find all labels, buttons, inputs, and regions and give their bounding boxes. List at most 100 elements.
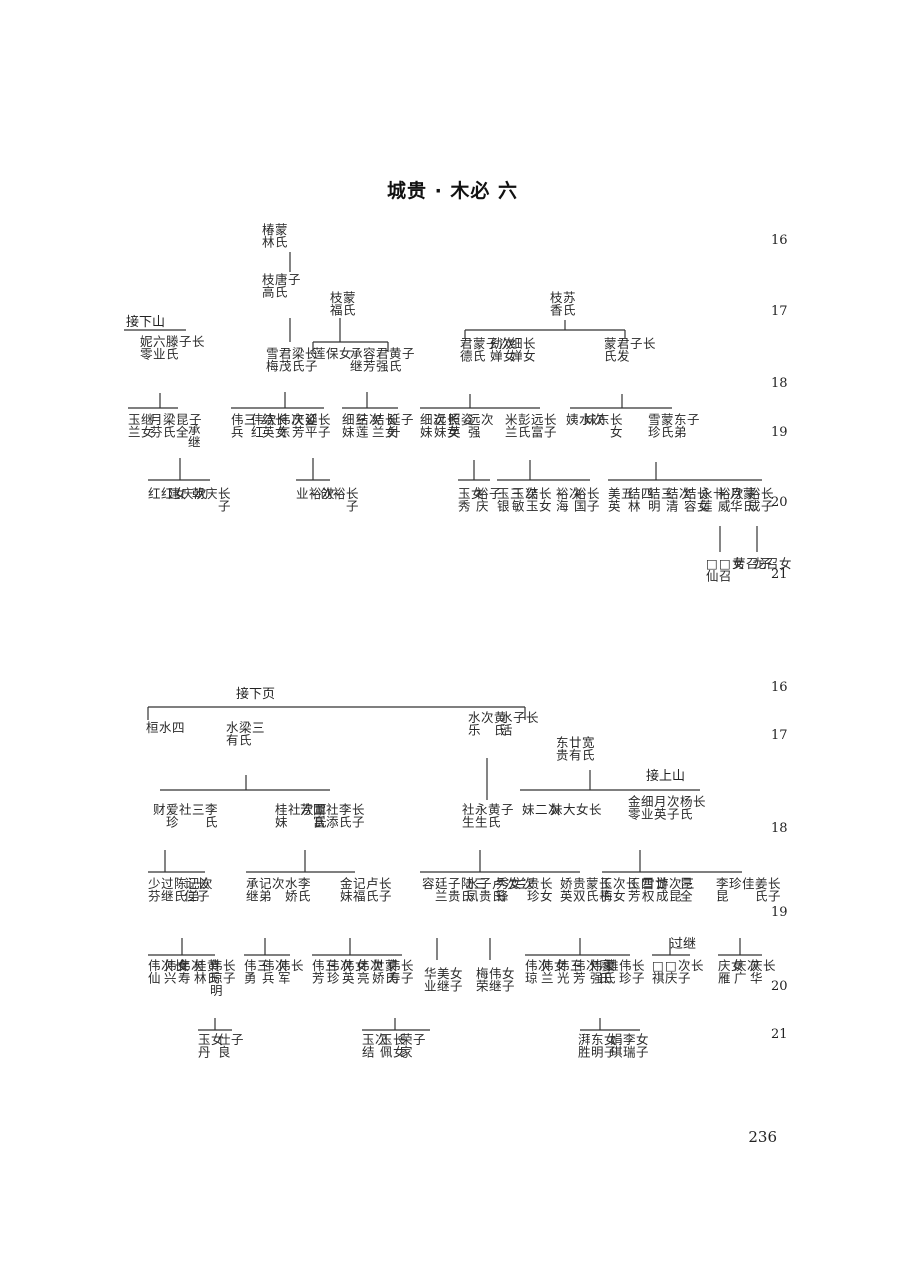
node-character: 氏 [494, 723, 507, 738]
node-character: 妹 [434, 425, 447, 440]
node-character: 氏 [298, 889, 311, 904]
node-character: 氏 [586, 889, 599, 904]
node-character: 黄 [488, 802, 501, 817]
node-character: 三 [257, 958, 270, 973]
person-node: 女保莲 [313, 346, 352, 361]
person-node: 次细妹 [420, 412, 446, 440]
node-character: 伟 [342, 958, 355, 973]
node-character: 业 [296, 486, 309, 501]
node-character: 氏 [385, 971, 398, 986]
gen-label-bottom-17: 17 [771, 728, 788, 743]
node-character: 龙 [753, 556, 766, 571]
person-node: 姿照英 [448, 412, 474, 440]
node-character: 子 [502, 979, 515, 994]
node-character: 伟 [278, 958, 291, 973]
node-character: 勇 [244, 971, 257, 986]
node-character: 容 [422, 876, 435, 891]
node-character: 裕 [748, 486, 761, 501]
node-character: 子 [352, 815, 365, 830]
node-character: 三 [325, 958, 338, 973]
node-character: 女 [636, 1032, 649, 1047]
node-character: 子 [197, 889, 210, 904]
node-character: 伟 [619, 958, 632, 973]
node-character: 覃 [314, 802, 327, 817]
node-character: 氏 [599, 971, 612, 986]
node-character: □ [665, 958, 677, 973]
node-character: 君 [279, 346, 292, 361]
node-character: 雪 [642, 876, 655, 891]
node-character: 长 [318, 412, 331, 427]
node-character: 平 [305, 425, 318, 440]
node-character: 蒙 [743, 486, 756, 501]
node-character: 蒙 [604, 336, 617, 351]
node-character: 次 [340, 958, 353, 973]
node-character: 结 [372, 412, 385, 427]
node-character: 玉 [128, 412, 141, 427]
node-character: 荣 [476, 979, 489, 994]
node-character: 远 [468, 412, 481, 427]
person-node: 卄永莲 [700, 486, 726, 514]
node-character: 李 [339, 802, 352, 817]
node-character: 保 [326, 346, 339, 361]
gen-label-top-19: 19 [771, 425, 788, 440]
node-character: 月 [730, 486, 743, 501]
node-character: 女 [610, 425, 623, 440]
person-node: 次二妹 [522, 802, 561, 817]
node-character: 结 [666, 486, 679, 501]
node-character: 三 [244, 412, 257, 427]
node-character: 枝 [550, 290, 563, 305]
person-node: 四结林 [628, 486, 654, 514]
node-character: 氏 [563, 303, 576, 318]
person-node: 次裕业 [296, 486, 335, 501]
node-character: 祺 [652, 971, 665, 986]
node-character: 长 [599, 876, 612, 891]
node-character: 莲 [700, 499, 713, 514]
node-character: 贵 [479, 889, 492, 904]
node-character: 容 [363, 346, 376, 361]
node-character: 裕 [556, 486, 569, 501]
node-character: 廿 [655, 876, 668, 891]
node-character: 强 [590, 971, 603, 986]
node-character: 氏 [207, 971, 220, 986]
node-character: 生 [475, 815, 488, 830]
person-node: 女庆雁 [718, 958, 744, 986]
node-character: 兰 [128, 425, 141, 440]
node-character: 继 [246, 889, 259, 904]
node-character: 弟 [674, 425, 687, 440]
node-character: 女 [509, 876, 522, 891]
node-character: 结 [362, 1045, 375, 1060]
node-character: 氏 [492, 889, 505, 904]
node-character: 水 [159, 720, 172, 735]
node-character: 妹 [275, 815, 288, 830]
node-character: 幼 [490, 336, 503, 351]
node-character: 世 [372, 958, 385, 973]
node-character: 发 [617, 349, 630, 364]
node-character: 女 [177, 958, 190, 973]
node-character: 社 [288, 802, 301, 817]
node-character: 兰 [514, 876, 527, 891]
node-character: 银 [497, 499, 510, 514]
node-character: 仙 [148, 971, 161, 986]
person-node: 四玉芳 [628, 876, 654, 904]
node-character: 氏 [366, 889, 379, 904]
node-character: 君 [617, 336, 630, 351]
node-character: 伟 [557, 958, 570, 973]
node-character: 长 [632, 958, 645, 973]
node-character: 君 [376, 346, 389, 361]
node-character: 权 [642, 889, 655, 904]
node-character: 廷 [435, 876, 448, 891]
node-character: 琼 [525, 971, 538, 986]
node-character: 次 [161, 958, 174, 973]
